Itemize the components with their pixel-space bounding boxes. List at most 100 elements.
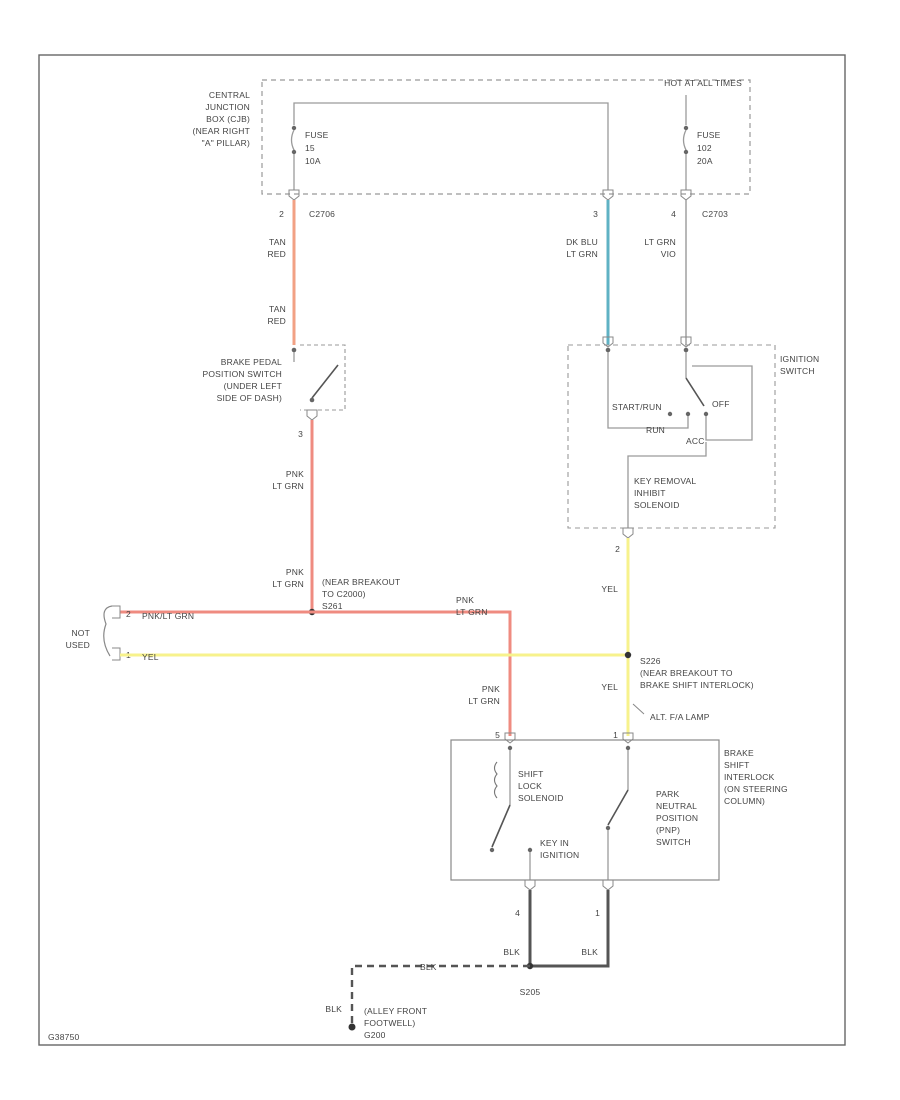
- tan-red-label-2a: TAN: [269, 304, 286, 314]
- pnk-ltgrn-label-2b: LT GRN: [272, 579, 304, 589]
- ignition-acc: ACC: [686, 436, 705, 446]
- fuse-right-label-2: 102: [697, 143, 712, 153]
- blk-label-3: BLK: [420, 962, 437, 972]
- pnk-ltgrn-label-3b: LT GRN: [456, 607, 488, 617]
- connector-pins-cjb: [288, 189, 692, 201]
- splice-s226-dot: [624, 651, 632, 659]
- key-removal-label-2: INHIBIT: [634, 488, 666, 498]
- c2706-pin: 2: [279, 209, 284, 219]
- c2703-pin-4: 4: [671, 209, 676, 219]
- c2703-name: C2703: [702, 209, 728, 219]
- ground-label-3: G200: [364, 1030, 386, 1040]
- shift-lock-solenoid-icon: [493, 761, 498, 799]
- blk-label-2: BLK: [581, 947, 598, 957]
- cjb-label-5: "A" PILLAR): [202, 138, 250, 148]
- bsi-pin-1-bottom: 1: [595, 908, 600, 918]
- pnp-label-5: SWITCH: [656, 837, 691, 847]
- fuse-left-label-2: 15: [305, 143, 315, 153]
- pnk-ltgrn-label-4a: PNK: [482, 684, 500, 694]
- pnp-label-4: (PNP): [656, 825, 680, 835]
- fuse-left-label-3: 10A: [305, 156, 321, 166]
- pnk-ltgrn-label-1b: LT GRN: [272, 481, 304, 491]
- tan-red-label-2b: RED: [267, 316, 286, 326]
- not-used-bracket: [103, 605, 121, 661]
- diagram-frame: [38, 54, 846, 1046]
- pnp-label-1: PARK: [656, 789, 679, 799]
- brake-switch-pin: 3: [298, 429, 303, 439]
- bsi-label-5: COLUMN): [724, 796, 765, 806]
- wire-blk-dashed: [350, 964, 530, 1025]
- c2706-name: C2706: [309, 209, 335, 219]
- brake-switch-label-3: (UNDER LEFT: [224, 381, 282, 391]
- ltgrn-vio-label-1: LT GRN: [644, 237, 676, 247]
- key-removal-label-1: KEY REMOVAL: [634, 476, 696, 486]
- alt-lamp-leader: [632, 703, 645, 715]
- bsi-label-4: (ON STEERING: [724, 784, 788, 794]
- shift-lock-label-3: SOLENOID: [518, 793, 564, 803]
- s226-label-1: S226: [640, 656, 661, 666]
- pnk-ltgrn-horiz-label: PNK/LT GRN: [142, 611, 194, 621]
- s261-label-3: S261: [322, 601, 343, 611]
- tan-red-label-1b: RED: [267, 249, 286, 259]
- bsi-pin-4: 4: [515, 908, 520, 918]
- ignition-switch: [567, 336, 776, 529]
- wire-pnk-ltgrn-to-bsi: [312, 610, 512, 736]
- hot-at-all-times-label: HOT AT ALL TIMES: [664, 78, 742, 88]
- ignition-off: OFF: [712, 399, 730, 409]
- pnk-ltgrn-label-1a: PNK: [286, 469, 304, 479]
- not-used-label-2: USED: [66, 640, 90, 650]
- s261-label-1: (NEAR BREAKOUT: [322, 577, 400, 587]
- brake-switch-label-2: POSITION SWITCH: [203, 369, 283, 379]
- not-used-label-1: NOT: [71, 628, 90, 638]
- cjb-label-1: CENTRAL: [209, 90, 250, 100]
- alt-fa-lamp-label: ALT. F/A LAMP: [650, 712, 710, 722]
- bsi-label-3: INTERLOCK: [724, 772, 775, 782]
- bsi-pin-1-top: 1: [613, 730, 618, 740]
- pnk-ltgrn-label-2a: PNK: [286, 567, 304, 577]
- cjb-label-3: BOX (CJB): [206, 114, 250, 124]
- ground-label-2: FOOTWELL): [364, 1018, 415, 1028]
- yel-horiz-label: YEL: [142, 652, 159, 662]
- c2703-pin-3: 3: [593, 209, 598, 219]
- key-removal-label-3: SOLENOID: [634, 500, 680, 510]
- bsi-label-2: SHIFT: [724, 760, 750, 770]
- dkblu-ltgrn-label-1: DK BLU: [566, 237, 598, 247]
- fuse-15-icon: [290, 125, 297, 190]
- s226-label-3: BRAKE SHIFT INTERLOCK): [640, 680, 754, 690]
- not-used-pin-2: 2: [126, 609, 131, 619]
- cjb-label-4: (NEAR RIGHT: [193, 126, 250, 136]
- fuse-102-icon: [682, 125, 689, 190]
- s226-label-2: (NEAR BREAKOUT TO: [640, 668, 733, 678]
- s261-label-2: TO C2000): [322, 589, 366, 599]
- ground-icon: [348, 1023, 356, 1031]
- ignition-pin-2: 2: [615, 544, 620, 554]
- bsi-label-1: BRAKE: [724, 748, 754, 758]
- fuse-left-label-1: FUSE: [305, 130, 329, 140]
- blk-label-4: BLK: [325, 1004, 342, 1014]
- fuse-right-label-1: FUSE: [697, 130, 721, 140]
- brake-pedal-switch: [291, 344, 346, 421]
- ltgrn-vio-label-2: VIO: [661, 249, 676, 259]
- ignition-run: RUN: [646, 425, 665, 435]
- pnk-ltgrn-label-3a: PNK: [456, 595, 474, 605]
- ignition-label-1: IGNITION: [780, 354, 819, 364]
- brake-switch-label-4: SIDE OF DASH): [217, 393, 282, 403]
- central-junction-box: CENTRAL JUNCTION BOX (CJB) (NEAR RIGHT "…: [193, 78, 751, 195]
- dkblu-ltgrn-label-2: LT GRN: [566, 249, 598, 259]
- bsi-pin-5: 5: [495, 730, 500, 740]
- ignition-start-run: START/RUN: [612, 402, 662, 412]
- blk-label-1: BLK: [503, 947, 520, 957]
- ignition-pin2-connector: [622, 527, 634, 539]
- brake-switch-label-1: BRAKE PEDAL: [221, 357, 282, 367]
- tan-red-label-1a: TAN: [269, 237, 286, 247]
- pnp-label-3: POSITION: [656, 813, 698, 823]
- cjb-label-2: JUNCTION: [205, 102, 250, 112]
- fuse-right-label-3: 20A: [697, 156, 713, 166]
- ignition-label-2: SWITCH: [780, 366, 815, 376]
- ground-label-1: (ALLEY FRONT: [364, 1006, 427, 1016]
- yel-label-2: YEL: [601, 682, 618, 692]
- brake-shift-interlock: [450, 732, 720, 891]
- pnp-label-2: NEUTRAL: [656, 801, 697, 811]
- pnk-ltgrn-label-4b: LT GRN: [468, 696, 500, 706]
